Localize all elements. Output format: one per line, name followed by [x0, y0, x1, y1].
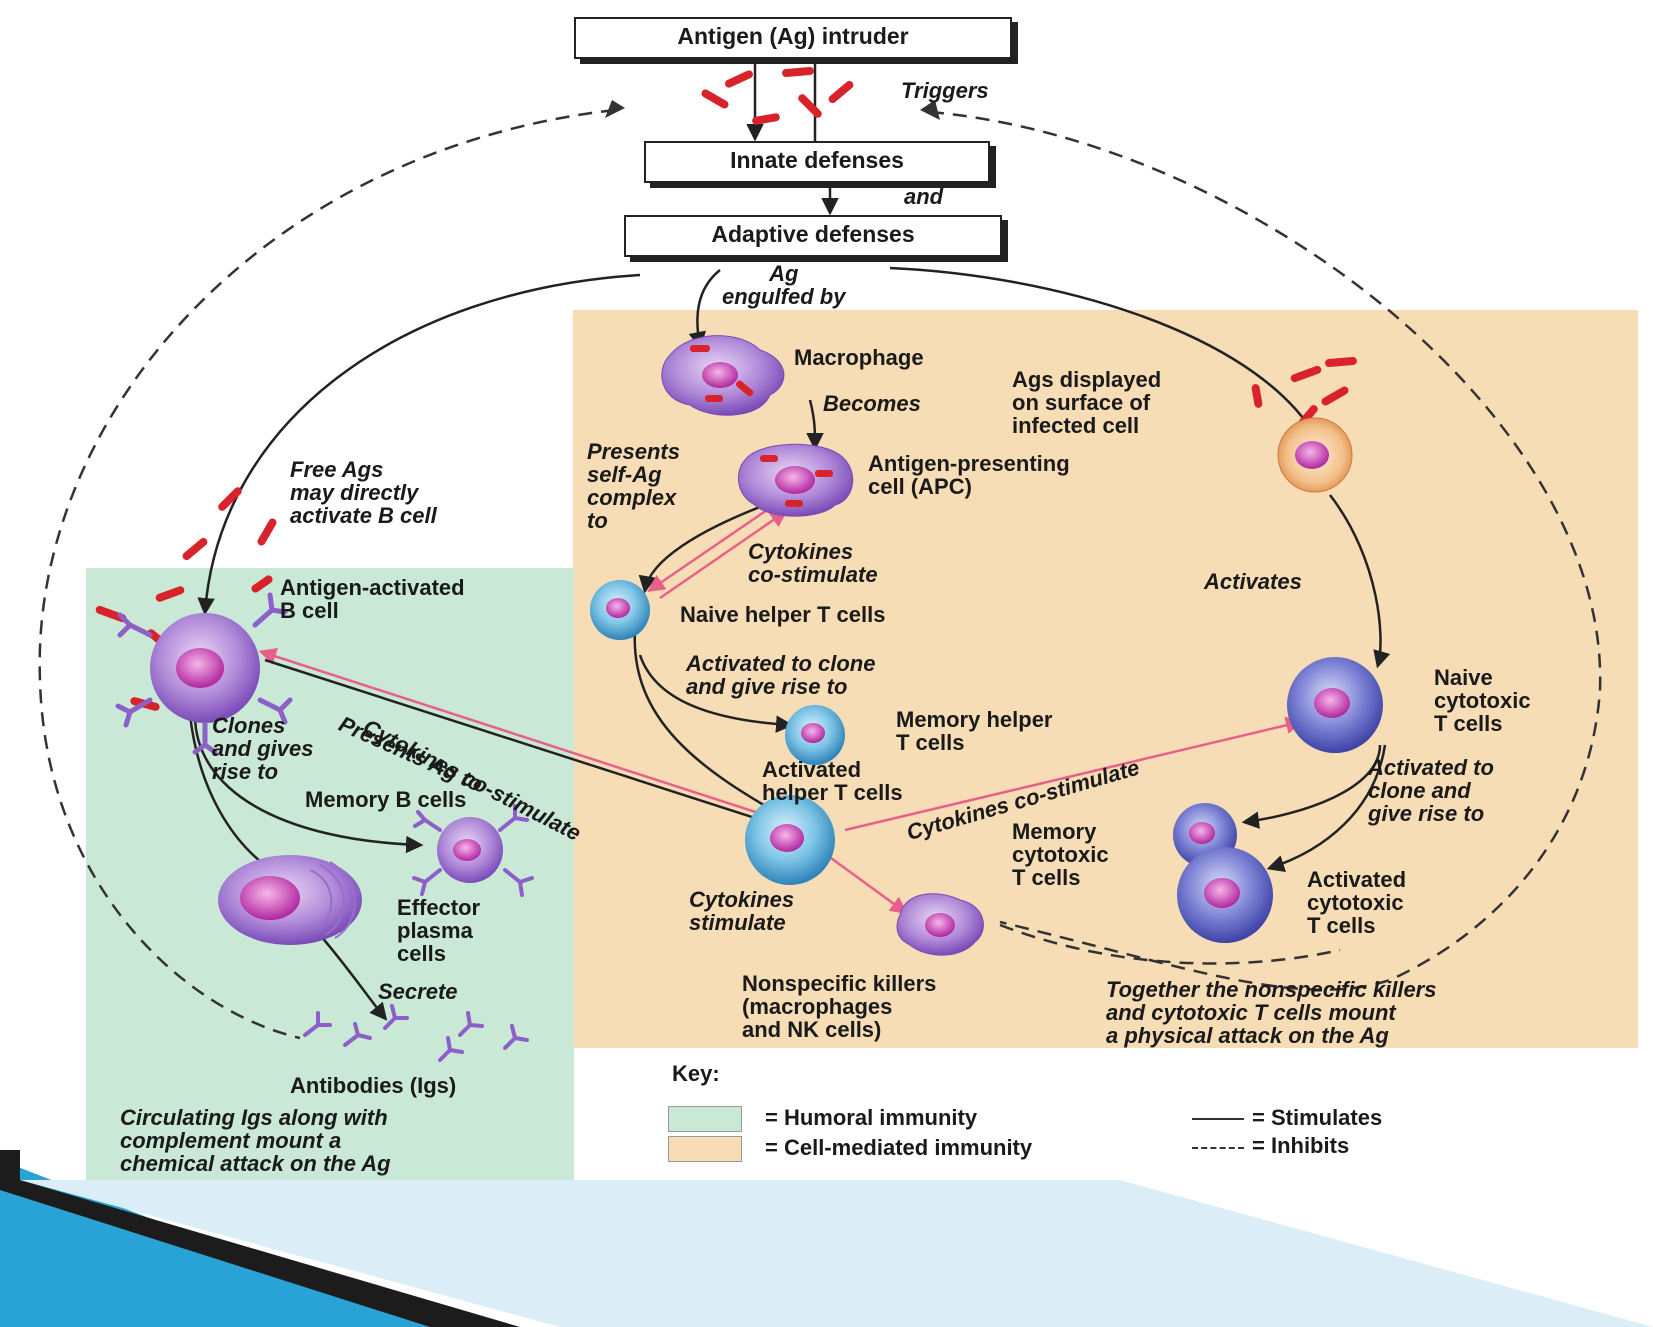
antigen-fragments: [95, 66, 1357, 711]
inhibit-loop-tcells: [999, 923, 1341, 965]
key-cell-mediated-swatch: [668, 1136, 742, 1162]
key-inhibits-line: [1192, 1147, 1244, 1149]
key-title: Key:: [672, 1061, 720, 1086]
slide-corner-decoration: [0, 1150, 1653, 1327]
plasma-cell: [218, 855, 362, 945]
macrophage-cell: [661, 335, 785, 416]
memory-helper-t-cell: [785, 705, 845, 765]
apc-cell: [737, 443, 854, 517]
naive-cytotoxic-t-cell: [1287, 657, 1383, 753]
inhibit-loop-left: [38, 108, 616, 1040]
activated-helper-t-cells-label: Activated helper T cells: [762, 757, 903, 805]
free-ags-label: Free Ags may directly activate B cell: [290, 457, 437, 528]
memory-b-cell: [412, 804, 534, 897]
circulating-igs-label: Circulating Igs along with complement mo…: [120, 1105, 391, 1176]
infected-cell: [1277, 417, 1353, 493]
antibodies: [303, 1004, 529, 1062]
macrophage-label: Macrophage: [794, 345, 924, 370]
b-cell: [115, 592, 293, 755]
secrete-label: Secrete: [378, 979, 458, 1004]
key-humoral-swatch: [668, 1106, 742, 1132]
memory-helper-t-cells-label: Memory helper T cells: [896, 707, 1053, 755]
innate-defenses-box: Innate defenses: [644, 141, 990, 183]
naive-helper-t-cell: [590, 580, 650, 640]
antigen-activated-b-cell-label: Antigen-activated B cell: [280, 575, 465, 623]
nk-cell: [896, 893, 984, 956]
cytokines-costimulate-label: Cytokines co-stimulate: [748, 539, 878, 587]
naive-cytotoxic-label: Naive cytotoxic T cells: [1434, 665, 1531, 736]
antibodies-label: Antibodies (Igs): [290, 1073, 457, 1098]
activated-clone-cyto-label: Activated to clone and give rise to: [1368, 755, 1494, 826]
cytokines-stimulate-label: Cytokines stimulate: [689, 887, 795, 935]
becomes-label: Becomes: [823, 391, 921, 416]
memory-cytotoxic-label: Memory cytotoxic T cells: [1012, 819, 1109, 890]
key-inhibits-label: = Inhibits: [1252, 1133, 1350, 1158]
activated-helper-t-cell: [745, 795, 835, 885]
presents-self-ag-label: Presents self-Ag complex to: [587, 439, 680, 533]
key-stimulates-label: = Stimulates: [1252, 1105, 1383, 1130]
key-stimulates-line: [1192, 1118, 1244, 1120]
key-cell-mediated-label: = Cell-mediated immunity: [765, 1135, 1033, 1160]
memory-b-cells-label: Memory B cells: [305, 787, 467, 812]
effector-plasma-label: Effector plasma cells: [397, 895, 481, 966]
cell-mediated-region: [573, 310, 1638, 1048]
naive-helper-t-cells-label: Naive helper T cells: [680, 602, 886, 627]
and-label: and: [904, 184, 944, 209]
adaptive-defenses-box: Adaptive defenses: [624, 215, 1002, 257]
key-humoral-label: = Humoral immunity: [765, 1105, 978, 1130]
inhibit-loop-right: [929, 110, 1602, 991]
together-label: Together the nonspecific killers and cyt…: [1106, 977, 1437, 1048]
clones-label: Clones and gives rise to: [212, 713, 314, 784]
ags-displayed-label: Ags displayed on surface of infected cel…: [1012, 367, 1162, 438]
activated-cytotoxic-t-cell: [1177, 847, 1273, 943]
activated-cytotoxic-label: Activated cytotoxic T cells: [1307, 867, 1407, 938]
triggers-label: Triggers: [901, 78, 989, 103]
activates-label: Activates: [1204, 569, 1302, 594]
nonspecific-killers-label: Nonspecific killers (macrophages and NK …: [742, 971, 937, 1042]
antigen-intruder-box: Antigen (Ag) intruder: [574, 17, 1012, 59]
ag-engulfed-label: Ag engulfed by: [722, 261, 846, 309]
activated-to-clone-label: Activated to clone and give rise to: [686, 651, 876, 699]
apc-label: Antigen-presenting cell (APC): [868, 451, 1070, 499]
